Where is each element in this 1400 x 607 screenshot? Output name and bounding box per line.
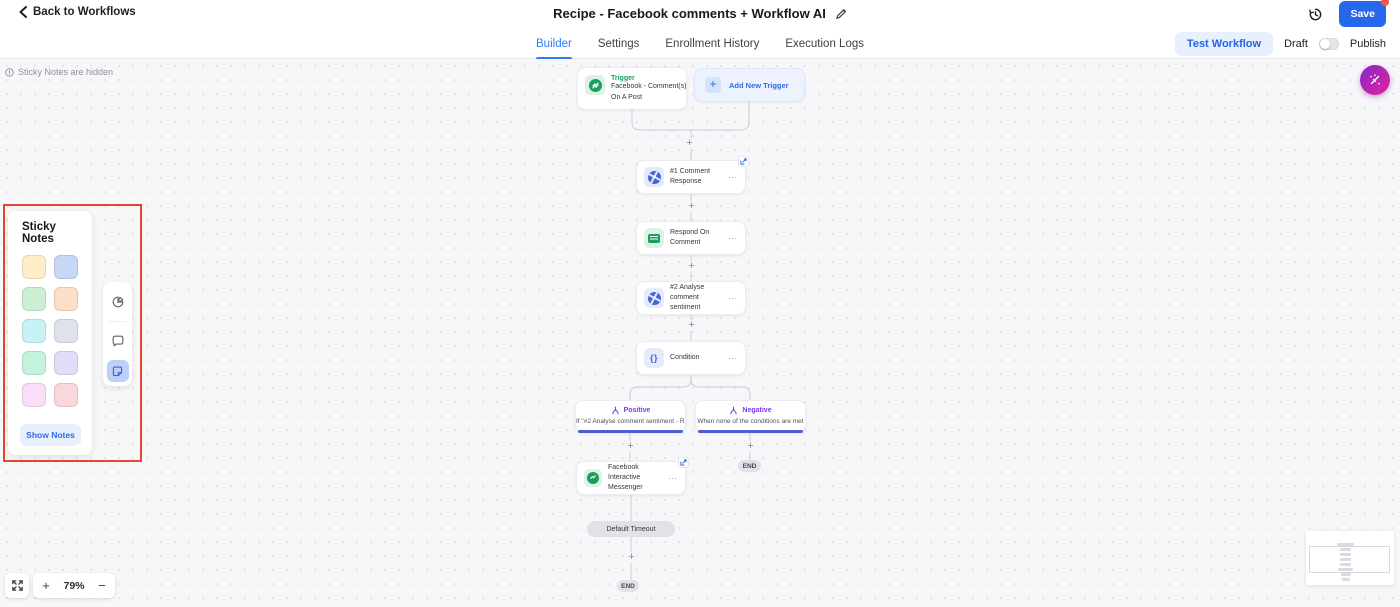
branch-condition-text: When none of the conditions are met	[697, 418, 804, 425]
zoom-level: 79%	[63, 579, 85, 592]
back-label: Back to Workflows	[33, 6, 136, 18]
save-button[interactable]: Save	[1339, 0, 1389, 27]
publish-label: Publish	[1349, 37, 1386, 50]
node-fb-interactive-messenger[interactable]: Facebook Interactive Messenger ⋯	[576, 457, 689, 495]
node-trigger[interactable]: Trigger Facebook - Comment(s) On A Post	[577, 67, 687, 110]
more-options-icon[interactable]: ⋯	[728, 171, 738, 182]
tab-enrollment-history[interactable]: Enrollment History	[665, 37, 760, 50]
toggle-knob	[1319, 38, 1330, 49]
sticky-color-swatch[interactable]	[54, 319, 78, 343]
show-notes-button[interactable]: Show Notes	[20, 424, 81, 446]
open-node-icon[interactable]	[738, 156, 749, 167]
ai-icon	[644, 167, 664, 187]
sticky-note-tool-icon[interactable]	[106, 360, 129, 382]
zoom-out-button[interactable]: −	[98, 578, 106, 593]
condition-braces-icon: {}	[644, 348, 664, 368]
sticky-notes-title: Sticky Notes	[22, 221, 56, 245]
trigger-title: Facebook - Comment(s) On A Post	[611, 83, 687, 101]
tab-bar: Builder Settings Enrollment History Exec…	[0, 28, 1400, 59]
sticky-panel-highlight-box	[3, 204, 142, 462]
more-options-icon[interactable]: ⋯	[728, 292, 738, 303]
trigger-kicker: Trigger	[611, 75, 635, 82]
edit-pencil-icon[interactable]	[835, 8, 847, 20]
facebook-messenger-icon	[585, 75, 605, 95]
info-icon	[5, 67, 14, 77]
plus-icon: +	[705, 77, 721, 93]
add-step-icon[interactable]: +	[686, 201, 697, 212]
branch-icon	[730, 406, 738, 415]
tab-builder[interactable]: Builder	[536, 28, 572, 59]
sticky-color-swatch[interactable]	[22, 255, 46, 279]
node-analyse-sentiment[interactable]: #2 Analyse comment sentiment ⋯	[636, 281, 746, 315]
sticky-notes-panel: Sticky Notes Show Notes	[8, 211, 92, 455]
chevron-left-icon	[19, 6, 27, 18]
sticky-color-swatch[interactable]	[54, 383, 78, 407]
add-new-trigger-button[interactable]: + Add New Trigger	[694, 68, 805, 102]
sticky-color-swatch[interactable]	[54, 287, 78, 311]
node-comment-response[interactable]: #1 Comment Response ⋯	[636, 156, 749, 194]
more-options-icon[interactable]: ⋯	[728, 352, 738, 363]
version-history-icon[interactable]	[1308, 7, 1323, 22]
comment-board-icon	[644, 228, 664, 248]
draft-label: Draft	[1284, 37, 1308, 50]
add-step-icon[interactable]: +	[684, 138, 695, 149]
branch-negative[interactable]: Negative When none of the conditions are…	[695, 400, 806, 433]
branch-condition-text: If "#2 Analyse comment sentiment - R...	[576, 418, 685, 425]
publish-toggle[interactable]	[1318, 37, 1339, 50]
branch-positive[interactable]: Positive If "#2 Analyse comment sentimen…	[575, 400, 686, 433]
more-options-icon[interactable]: ⋯	[668, 472, 678, 483]
more-options-icon[interactable]: ⋯	[728, 232, 738, 243]
add-step-icon[interactable]: +	[686, 261, 697, 272]
tab-execution-logs[interactable]: Execution Logs	[785, 37, 864, 50]
end-marker: END	[738, 460, 761, 472]
unsaved-changes-dot	[1381, 0, 1389, 6]
add-step-icon[interactable]: +	[625, 441, 636, 452]
node-condition[interactable]: {} Condition ⋯	[636, 341, 746, 375]
ai-icon	[644, 288, 664, 308]
add-step-icon[interactable]: +	[686, 320, 697, 331]
sticky-color-swatch[interactable]	[54, 351, 78, 375]
open-node-icon[interactable]	[678, 457, 689, 468]
tab-settings[interactable]: Settings	[597, 37, 640, 50]
node-respond-on-comment[interactable]: Respond On Comment ⋯	[636, 221, 746, 255]
ai-assistant-fab[interactable]	[1360, 65, 1390, 95]
minimap[interactable]	[1306, 531, 1394, 585]
test-workflow-button[interactable]: Test Workflow	[1174, 31, 1274, 56]
fit-view-button[interactable]	[5, 573, 29, 598]
magic-wand-icon	[1370, 74, 1380, 85]
zoom-in-button[interactable]: +	[42, 578, 50, 593]
page-title: Recipe - Facebook comments + Workflow AI	[553, 6, 826, 21]
sticky-color-swatch[interactable]	[22, 287, 46, 311]
facebook-messenger-icon	[584, 469, 602, 487]
sticky-color-swatch[interactable]	[22, 383, 46, 407]
branch-icon	[611, 406, 619, 415]
sticky-color-grid	[22, 255, 86, 407]
default-timeout-pill[interactable]: Default Timeout	[587, 521, 675, 537]
add-step-icon[interactable]: +	[626, 552, 637, 563]
canvas-side-toolbar	[103, 282, 132, 386]
workflow-canvas[interactable]: Sticky Notes are hidden + + + +	[0, 59, 1400, 607]
sticky-color-swatch[interactable]	[22, 351, 46, 375]
back-to-workflows-link[interactable]: Back to Workflows	[18, 6, 136, 18]
comment-bubble-icon[interactable]	[107, 330, 129, 352]
connector-edges	[629, 102, 751, 580]
divider	[109, 321, 126, 322]
sticky-color-swatch[interactable]	[54, 255, 78, 279]
minimap-nodes	[1337, 543, 1354, 581]
end-marker: END	[617, 580, 639, 592]
add-step-icon[interactable]: +	[745, 441, 756, 452]
sticky-color-swatch[interactable]	[22, 319, 46, 343]
header: Back to Workflows Recipe - Facebook comm…	[0, 0, 1400, 28]
zoom-controls: + 79% −	[33, 573, 115, 598]
analytics-pie-icon[interactable]	[107, 291, 129, 313]
sticky-notes-hidden-notice: Sticky Notes are hidden	[5, 67, 113, 77]
